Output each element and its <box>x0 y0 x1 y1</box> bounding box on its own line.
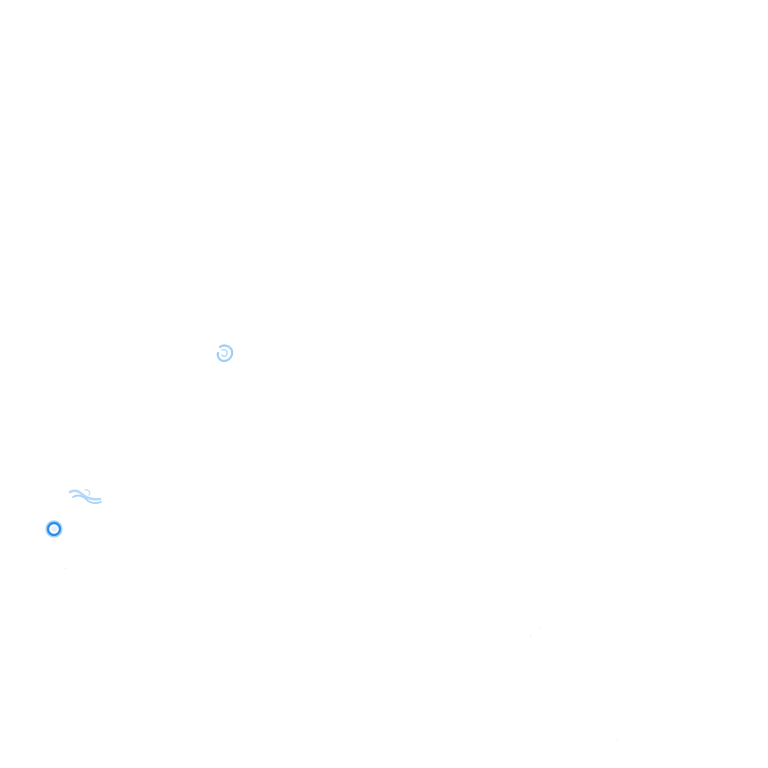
dust-dot <box>530 636 531 637</box>
blue-speck-upper <box>214 343 236 365</box>
blue-smudge-left <box>67 486 105 508</box>
blue-ring-speck <box>44 519 64 539</box>
dust-dot <box>65 568 66 569</box>
dust-dot <box>540 628 541 629</box>
dust-dot <box>617 740 618 741</box>
